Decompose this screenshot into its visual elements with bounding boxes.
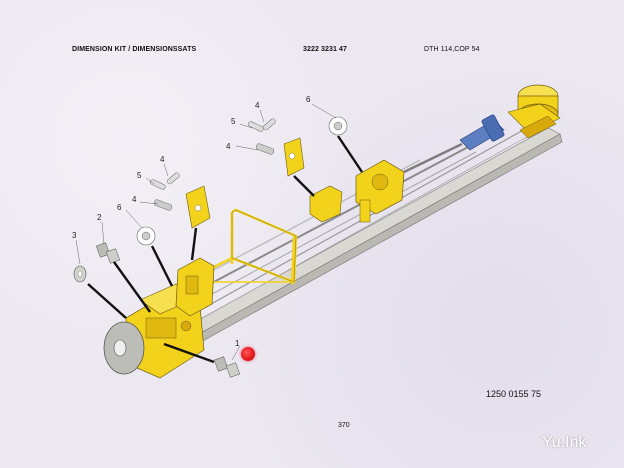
callout-5-upper: 5 (231, 117, 236, 126)
callout-4-lower: 4 (132, 195, 137, 204)
callout-2: 2 (97, 213, 102, 222)
callout-3: 3 (72, 231, 77, 240)
rotation-motor (507, 84, 561, 139)
front-carriage (309, 159, 405, 223)
lower-parts-group (136, 172, 211, 287)
feed-cylinder (403, 114, 505, 174)
callout-4-upper: 4 (226, 142, 231, 151)
feed-beam (139, 117, 563, 369)
callout-leaders (75, 103, 337, 361)
upper-parts-group (247, 116, 363, 197)
loose-washer (73, 265, 127, 319)
callout-1: 1 (235, 339, 240, 348)
middle-carriage (175, 257, 215, 317)
callout-4-lower-top: 4 (160, 155, 165, 164)
shim-plates-upper (95, 242, 151, 313)
page-number: 370 (338, 422, 350, 429)
drawing-number: 1250 0155 75 (486, 389, 542, 399)
callout-6-upper: 6 (306, 95, 311, 104)
shim-plates-lower (163, 342, 241, 378)
callout-4-upper-top: 4 (255, 101, 260, 110)
part-number: 3222 3231 47 (303, 46, 348, 53)
watermark-text: Yu.Ink (542, 434, 587, 451)
callout-5-lower: 5 (137, 171, 142, 180)
callout-6-lower: 6 (117, 203, 122, 212)
callout-numbers: 1 2 3 4 4 4 4 5 5 6 6 (72, 95, 311, 348)
rear-wheel (103, 321, 145, 375)
document-title: DIMENSION KIT / DIMENSIONSSATS (72, 46, 197, 53)
model-designation: DTH 114,COP 54 (424, 46, 480, 53)
red-marker-dot (241, 347, 255, 361)
